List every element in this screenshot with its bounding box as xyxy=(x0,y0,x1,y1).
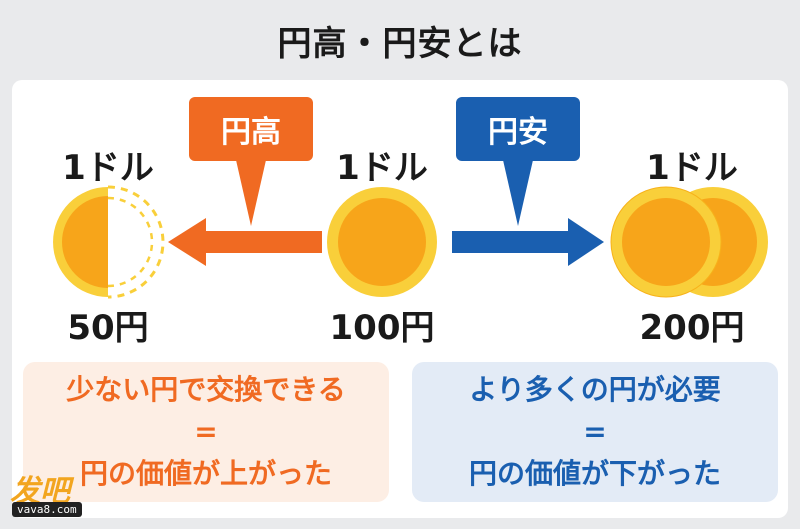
yen-amount-right: 200円 xyxy=(639,308,745,348)
strong-note-equals: = xyxy=(194,415,218,448)
strong-callout-pointer xyxy=(236,160,266,226)
weak-note-line2: 円の価値が下がった xyxy=(468,457,721,490)
weak-note-equals: = xyxy=(583,415,607,448)
dollar-label-right: 1ドル xyxy=(646,148,738,188)
weak-note-line1: より多くの円が必要 xyxy=(469,373,721,406)
strong-note-line1: 少ない円で交換できる xyxy=(66,373,346,406)
weak-yen-label: 円安 xyxy=(456,97,580,161)
yen-amount-center: 100円 xyxy=(329,308,435,348)
strong-note-line2: 円の価値が上がった xyxy=(79,457,332,490)
right-arrow-icon xyxy=(452,218,604,266)
weak-yen-note: より多くの円が必要 = 円の価値が下がった xyxy=(412,362,778,502)
double-coin-icon xyxy=(610,186,768,298)
dollar-label-center: 1ドル xyxy=(336,148,428,188)
coin-icon xyxy=(327,187,437,297)
left-arrow-icon xyxy=(168,218,322,266)
page-title: 円高・円安とは xyxy=(277,24,523,64)
dollar-label-left: 1ドル xyxy=(62,148,154,188)
strong-yen-note: 少ない円で交換できる = 円の価値が上がった xyxy=(23,362,389,502)
yen-amount-left: 50円 xyxy=(67,308,149,348)
watermark-url: vava8.com xyxy=(12,502,82,517)
strong-yen-label: 円高 xyxy=(189,97,313,161)
watermark: 发吧 vava8.com xyxy=(6,466,96,522)
half-coin-icon xyxy=(53,185,165,299)
weak-callout-pointer xyxy=(503,160,533,226)
